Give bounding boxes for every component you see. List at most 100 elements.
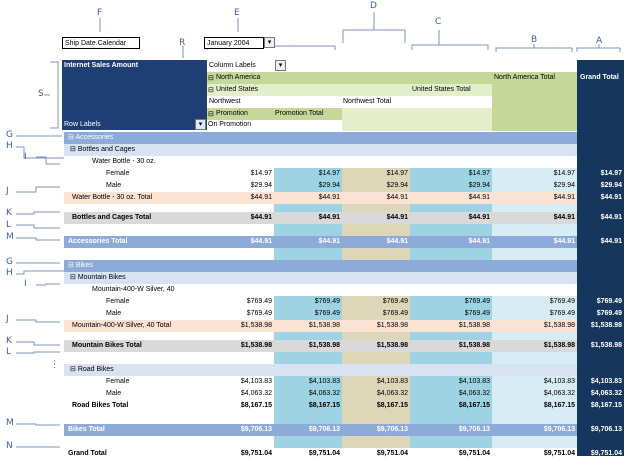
row-header-product: Water Bottle - 30 oz. <box>90 156 290 168</box>
callout-i2: I <box>24 279 27 289</box>
row-band-subcategory <box>64 272 577 284</box>
value-cell: $9,751.04 <box>458 450 490 457</box>
value-cell: $4,063.32 <box>308 390 340 397</box>
report-filter-value[interactable]: January 2004 <box>204 37 264 49</box>
row-header-subcategory[interactable]: ⊟ Road Bikes <box>68 364 268 376</box>
value-cell: $769.49 <box>246 310 272 317</box>
column-labels-bar <box>207 60 577 72</box>
value-cell: $1,538.98 <box>590 342 622 349</box>
value-cell: $44.91 <box>553 214 575 221</box>
row-label: Mountain Bikes <box>77 274 126 281</box>
row-header-product_total: Mountain-400-W Silver, 40 Total <box>70 320 270 332</box>
value-cell: $4,103.83 <box>458 378 490 385</box>
row-label: Road Bikes <box>77 366 114 373</box>
value-cell: $1,538.98 <box>308 342 340 349</box>
value-cell: $8,167.15 <box>376 402 408 409</box>
value-cell: $44.91 <box>468 194 490 201</box>
row-label: Bikes <box>75 262 93 269</box>
value-cell: $44.91 <box>318 214 340 221</box>
row-label-bg <box>64 168 207 180</box>
row-header-subcat_total2: Road Bikes Total <box>70 400 270 412</box>
callout-g: G <box>6 130 13 140</box>
value-cell: $9,706.13 <box>308 426 340 433</box>
value-cell: $9,706.13 <box>543 426 575 433</box>
row-label: Mountain-400-W Silver, 40 Total <box>72 322 172 329</box>
value-cell: $769.49 <box>246 298 272 305</box>
expand-icon[interactable]: ⊟ <box>208 87 214 94</box>
callout-m: M <box>6 232 14 242</box>
callout-j: J <box>6 186 9 196</box>
row-header-detail: Male <box>104 308 304 320</box>
expand-icon[interactable]: ⊟ <box>208 75 214 82</box>
north-america-total-label: North America Total <box>494 74 555 81</box>
callout-f: F <box>97 8 103 18</box>
callout-k: K <box>6 208 12 218</box>
column-labels-dropdown-icon[interactable]: ▾ <box>275 60 286 71</box>
value-cell: $9,706.13 <box>458 426 490 433</box>
value-cell: $1,538.98 <box>376 322 408 329</box>
north-america-label: North America <box>216 74 261 81</box>
value-cell: $44.91 <box>468 214 490 221</box>
value-cell: $4,103.83 <box>376 378 408 385</box>
grand-total-label: Grand Total <box>580 74 619 81</box>
row-header-grand_total: Grand Total <box>66 448 266 460</box>
row-labels-dropdown-icon[interactable]: ▾ <box>195 119 206 130</box>
row-labels-header[interactable]: Row Labels <box>64 121 101 128</box>
callout-a: A <box>596 36 603 46</box>
value-cell: $8,167.15 <box>240 402 272 409</box>
collapse-icon[interactable]: ⊟ <box>70 146 78 153</box>
row-header-detail: Male <box>104 388 304 400</box>
expand-icon[interactable]: ⊟ <box>208 111 214 118</box>
column-labels-header[interactable]: Column Labels <box>209 62 256 69</box>
value-cell: $8,167.15 <box>308 402 340 409</box>
value-cell: $4,063.32 <box>458 390 490 397</box>
pivot-header-corner <box>62 60 207 130</box>
callout-r: R <box>179 38 186 48</box>
value-cell: $44.91 <box>386 238 408 245</box>
row-band-product_total <box>64 192 577 204</box>
row-label: Accessories <box>75 134 114 141</box>
value-cell: $44.91 <box>318 194 340 201</box>
row-label: Male <box>106 310 122 317</box>
value-cell: $1,538.98 <box>376 342 408 349</box>
grand-total-header <box>577 60 624 132</box>
collapse-icon[interactable]: ⊟ <box>70 274 78 281</box>
row-label-bg <box>64 180 207 192</box>
callout-dots: ⋮ <box>50 360 59 370</box>
value-cell: $9,706.13 <box>240 426 272 433</box>
value-cell: $4,063.32 <box>543 390 575 397</box>
callout-s: S <box>38 89 44 99</box>
value-cell: $8,167.15 <box>458 402 490 409</box>
collapse-icon[interactable]: ⊟ <box>68 262 76 269</box>
row-label: Male <box>106 182 122 189</box>
row-header-subcategory[interactable]: ⊟ Mountain Bikes <box>68 272 268 284</box>
row-label: Accessories Total <box>68 238 128 245</box>
report-filter-field[interactable]: Ship Date.Calendar <box>62 37 140 49</box>
value-cell: $14.97 <box>468 170 490 177</box>
row-header-category[interactable]: ⊟ Accessories <box>66 132 266 144</box>
value-cell: $44.91 <box>600 194 622 201</box>
collapse-icon[interactable]: ⊟ <box>68 134 76 141</box>
value-cell: $1,538.98 <box>308 322 340 329</box>
row-band-subcategory <box>64 144 577 156</box>
filter-dropdown-icon[interactable]: ▾ <box>264 37 275 48</box>
row-header-category[interactable]: ⊟ Bikes <box>66 260 266 272</box>
row-band-category <box>64 260 577 272</box>
row-label: Female <box>106 170 130 177</box>
northwest-total-label: Northwest Total <box>343 98 392 105</box>
north-america-row <box>207 72 492 84</box>
value-cell: $29.94 <box>553 182 575 189</box>
callout-b: B <box>531 35 538 45</box>
row-label-bg <box>64 308 207 320</box>
row-band-cat_total <box>64 424 577 436</box>
row-header-subcategory[interactable]: ⊟ Bottles and Cages <box>68 144 268 156</box>
callout-l: L <box>6 220 12 230</box>
value-cell: $9,706.13 <box>376 426 408 433</box>
value-cell: $8,167.15 <box>590 402 622 409</box>
value-cell: $44.91 <box>600 214 622 221</box>
collapse-icon[interactable]: ⊟ <box>70 366 78 373</box>
value-cell: $769.49 <box>464 310 490 317</box>
col-band-grand <box>577 132 624 456</box>
value-cell: $1,538.98 <box>590 322 622 329</box>
value-cell: $14.97 <box>250 170 272 177</box>
